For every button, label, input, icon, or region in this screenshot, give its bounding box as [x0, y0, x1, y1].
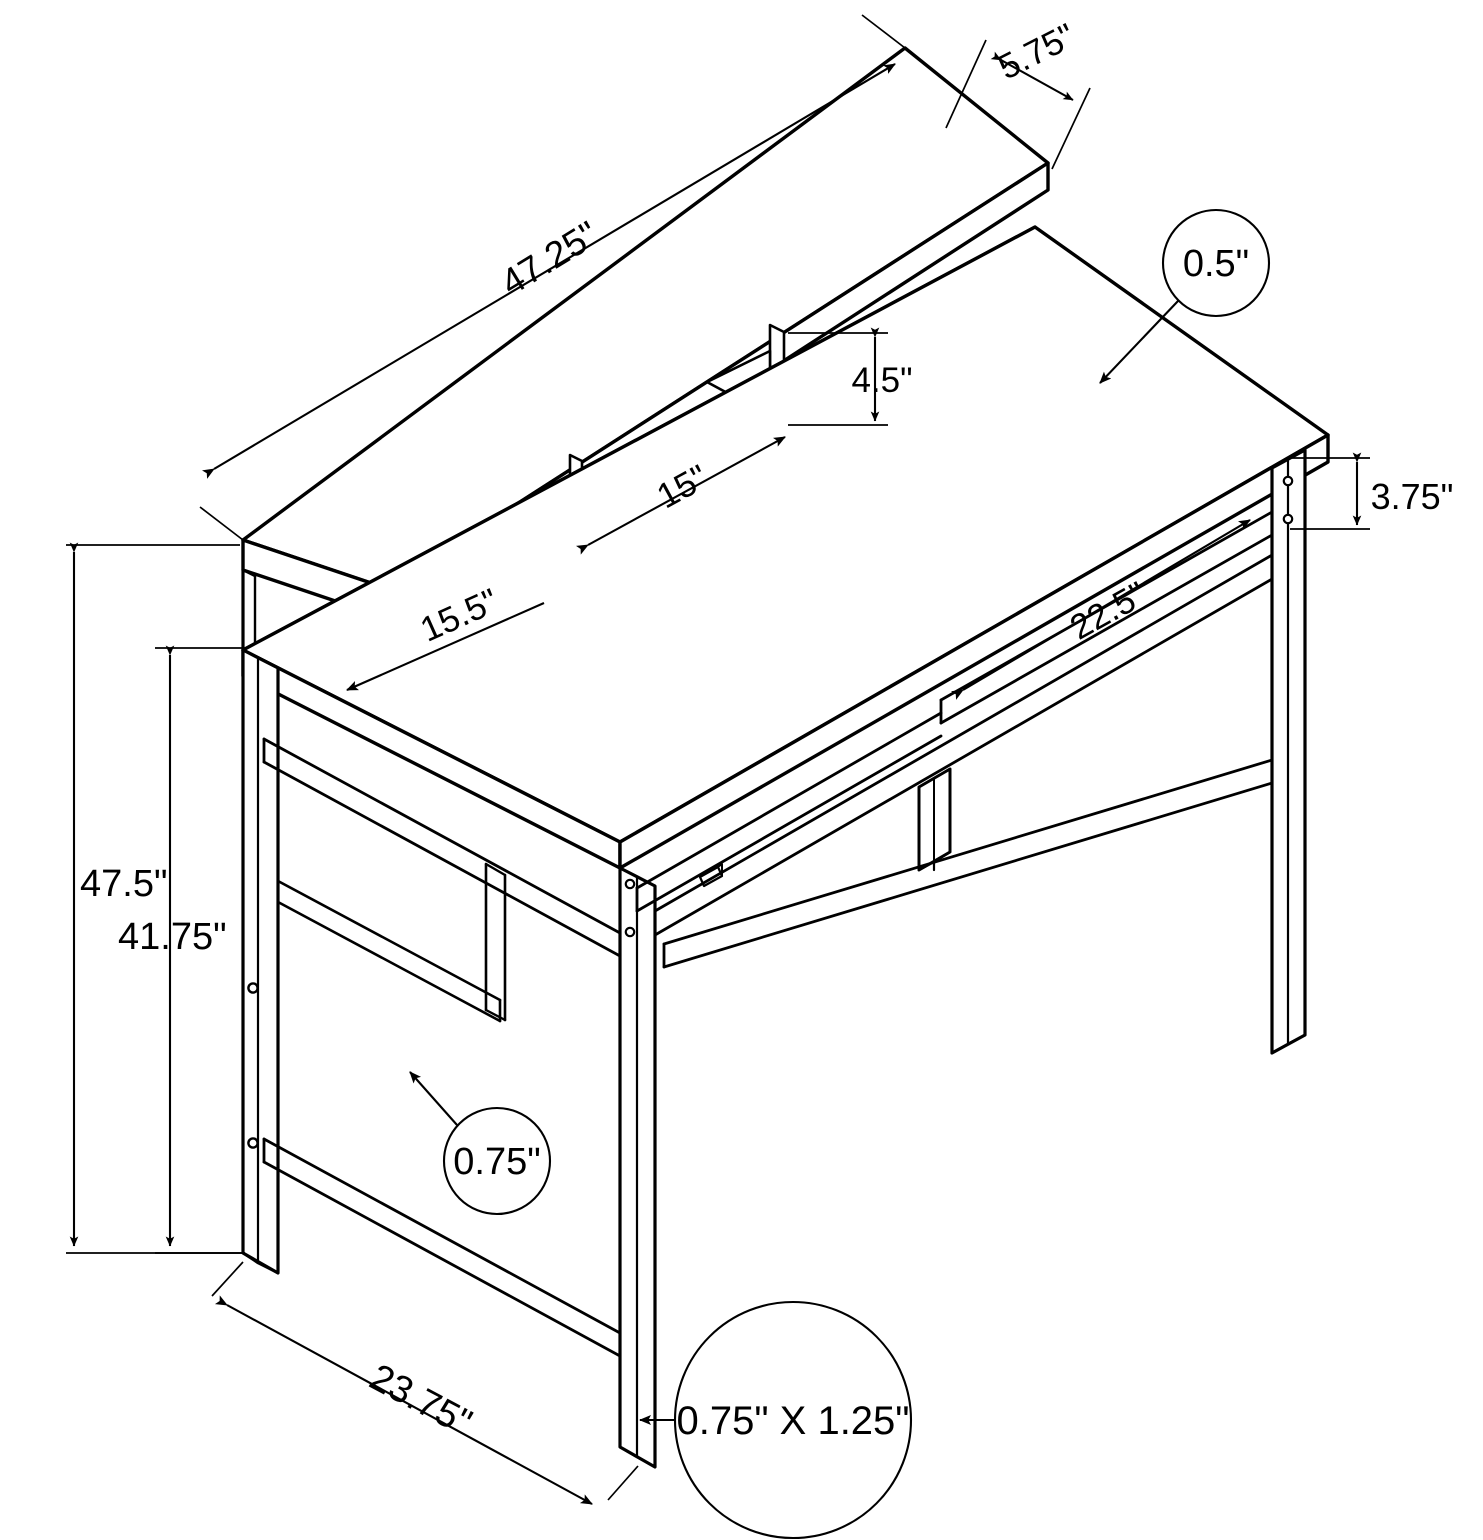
- label-top-thickness: 0.5": [1183, 243, 1249, 285]
- callout-brace-thickness: [409, 1071, 552, 1216]
- dim-desk-width: [950, 519, 1251, 700]
- label-apron-drop: 3.75": [1371, 476, 1454, 517]
- side-rail-lower-left: [262, 1137, 622, 1358]
- dimension-annotations: [66, 14, 1370, 1540]
- dim-shelf-clearance: [788, 327, 888, 426]
- stretcher-lower-right: [662, 758, 1274, 969]
- dim-shelf-depth: [945, 39, 1091, 170]
- label-shelf-depth: 5.75": [992, 16, 1081, 87]
- dim-apron-drop: [1290, 452, 1370, 530]
- dim-support-spacing: [575, 436, 786, 555]
- label-shelf-clearance: 4.5": [851, 361, 912, 400]
- label-base-depth: 23.75": [363, 1356, 479, 1444]
- side-rail-mid-left: [276, 879, 502, 1023]
- hutch-left-post: [241, 568, 257, 652]
- leg-back-right: [917, 767, 952, 872]
- callout-top-thickness: [1099, 208, 1271, 384]
- label-overall-height: 47.5": [80, 863, 167, 905]
- leg-front-right: [1270, 448, 1307, 1055]
- leg-back-left: [241, 648, 280, 1275]
- dim-shelf-length: [199, 14, 906, 541]
- label-leg-profile: 0.75" X 1.25": [676, 1399, 909, 1443]
- leg-front-left: [618, 866, 657, 1469]
- side-divider-post: [484, 862, 507, 1022]
- dim-base-depth: [211, 1261, 639, 1505]
- dim-desk-depth: [346, 602, 545, 691]
- dim-work-height: [155, 645, 245, 1254]
- label-brace-thickness: 0.75": [453, 1141, 540, 1183]
- label-work-height: 41.75": [118, 916, 227, 958]
- apron-front-left: [635, 711, 943, 913]
- callout-leg-profile: [639, 1300, 913, 1540]
- side-rail-upper-left: [262, 737, 622, 958]
